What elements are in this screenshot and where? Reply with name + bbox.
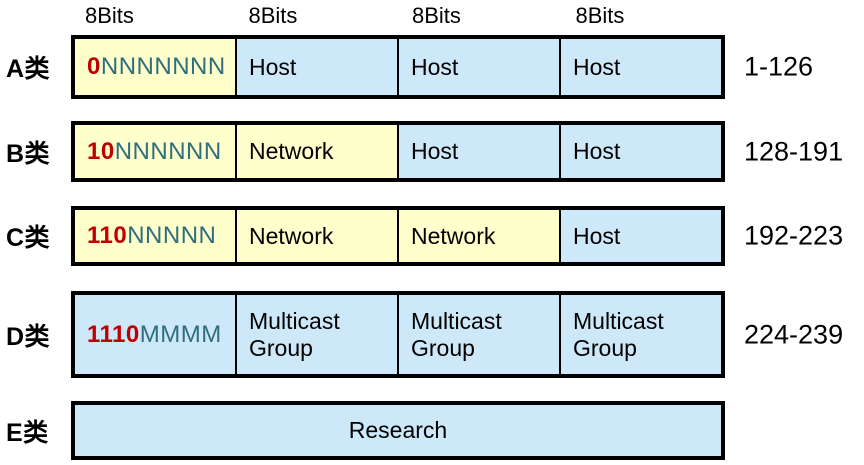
class-e-label: E类: [6, 418, 49, 447]
bits-header-label-3: 8Bits: [412, 3, 461, 28]
class-a-bit-letters: NNNNNNN: [100, 53, 226, 81]
class-d-multicast-cell-2: Multicast Group: [399, 295, 561, 374]
class-d-bit-prefix: 1110: [87, 320, 140, 348]
class-b-range: 128-191: [744, 136, 844, 166]
class-b-network-cell: Network: [237, 125, 399, 178]
class-c-label: C类: [6, 224, 51, 252]
class-e-box: Research: [71, 401, 725, 460]
class-a-label: A类: [6, 55, 51, 83]
class-d-bit-letters: MMMM: [139, 320, 222, 348]
class-e-research-cell: Research: [75, 405, 721, 456]
class-b-bit-prefix: 10: [87, 137, 115, 165]
class-d-label: D类: [6, 322, 51, 351]
class-a-host-cell-3: Host: [561, 39, 721, 95]
class-a-host-cell-1: Host: [237, 39, 399, 95]
class-d-range: 224-239: [744, 319, 844, 349]
class-b-label: B类: [6, 139, 51, 168]
class-b-host-cell-2: Host: [561, 125, 721, 178]
class-a-bit-prefix: 0: [87, 53, 101, 81]
class-c-network-cell-2: Network: [399, 210, 561, 262]
class-c-host-cell: Host: [561, 210, 721, 262]
class-d-multicast-cell-1: Multicast Group: [237, 295, 399, 374]
class-c-bit-letters: NNNNN: [127, 222, 217, 250]
class-d-multicast-cell-3: Multicast Group: [561, 295, 721, 374]
row-class-e: E类 Research: [0, 401, 864, 460]
class-b-host-cell-1: Host: [399, 125, 561, 178]
class-c-bit-prefix: 110: [87, 222, 128, 250]
class-a-host-cell-2: Host: [399, 39, 561, 95]
class-c-network-cell-1: Network: [237, 210, 399, 262]
bits-header-label-4: 8Bits: [575, 3, 625, 28]
bits-header: 8Bits 8Bits 8Bits 8Bits: [71, 2, 725, 30]
class-a-range: 1-126: [744, 51, 814, 82]
bits-header-label-2: 8Bits: [248, 3, 298, 28]
class-b-bit-letters: NNNNNN: [114, 137, 222, 165]
class-c-range: 192-223: [744, 220, 844, 251]
bits-header-label-1: 8Bits: [85, 3, 134, 28]
